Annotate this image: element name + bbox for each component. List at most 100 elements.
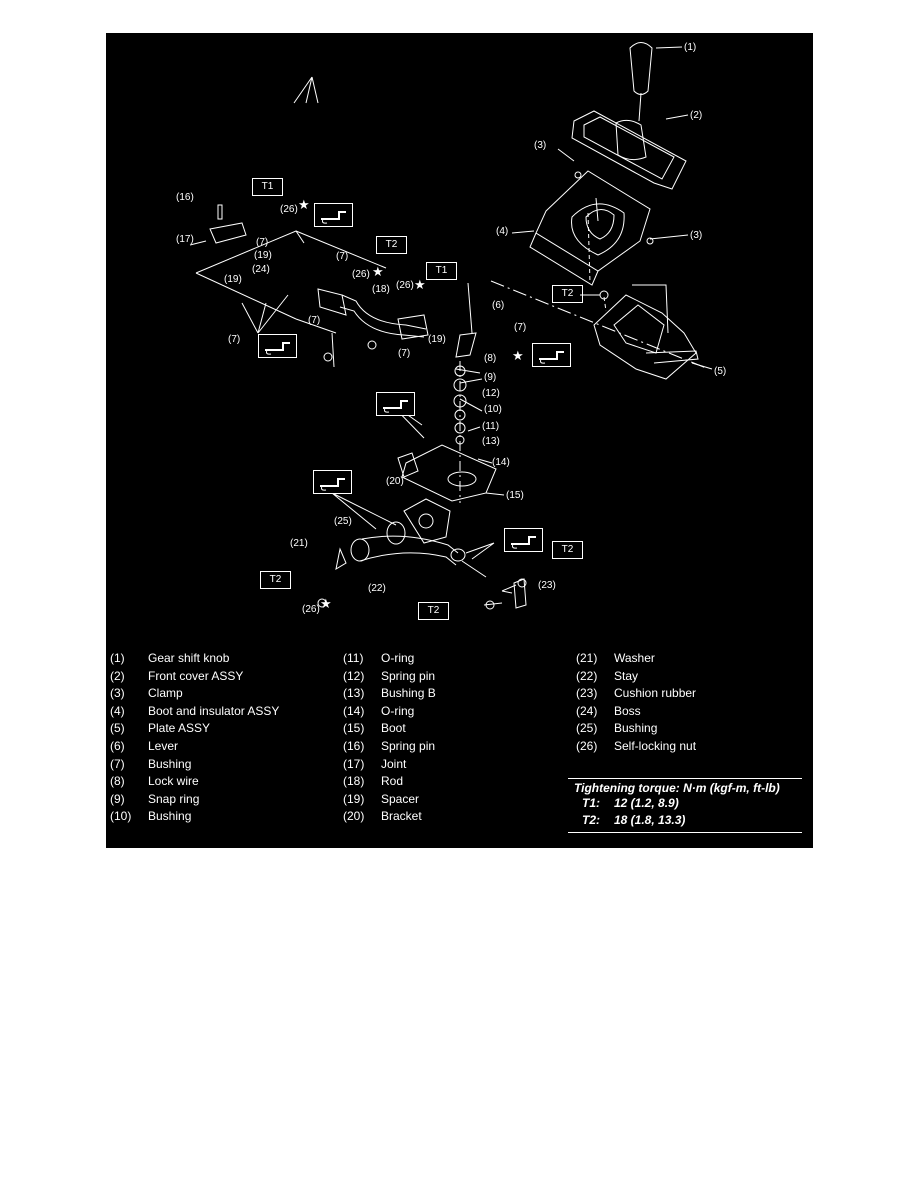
callout-label: (7) (398, 348, 411, 359)
callout-label: (12) (482, 388, 500, 399)
legend-part-name: Lock wire (148, 774, 199, 789)
legend-number: (22) (576, 668, 598, 683)
legend-part-name: Lever (148, 738, 179, 753)
legend-part-name: Stay (614, 668, 639, 683)
legend-part-name: Rod (381, 774, 404, 789)
torque-label: T1: (582, 796, 600, 810)
legend-part-name: Cushion rubber (614, 686, 697, 701)
callout-label: (26) (280, 204, 298, 215)
callout-label: (18) (372, 284, 390, 295)
callout-label: (4) (496, 226, 509, 237)
callout-label: (8) (484, 353, 497, 364)
legend-part-name: Bushing (614, 721, 658, 736)
torque-tag-t2: T2 (260, 571, 291, 589)
callout-label: (1) (684, 42, 697, 53)
legend-number: (15) (343, 721, 365, 736)
callout-label: (3) (690, 230, 703, 241)
legend-number: (2) (110, 668, 125, 683)
torque-tag-t2: T2 (376, 236, 407, 254)
legend-part-name: Boot and insulator ASSY (148, 703, 280, 718)
legend-number: (13) (343, 686, 365, 701)
legend-part-name: Joint (381, 756, 407, 771)
legend-number: (24) (576, 703, 598, 718)
legend-number: (4) (110, 703, 125, 718)
legend-part-name: Plate ASSY (148, 721, 211, 736)
grease-gun-icon (504, 528, 543, 552)
legend-number: (9) (110, 791, 125, 806)
legend-number: (6) (110, 738, 125, 753)
callout-label: (20) (386, 476, 404, 487)
torque-tag-t1: T1 (252, 178, 283, 196)
legend-number: (5) (110, 721, 125, 736)
legend-number: (8) (110, 774, 125, 789)
diagram-panel: T1 T2 T1 T2 T2 T2 T2 ★ ★ ★ ★ ★ (1) (2) (… (106, 33, 813, 848)
legend-number: (23) (576, 686, 598, 701)
legend-part-name: O-ring (381, 703, 415, 718)
torque-table-header: Tightening torque: N·m (kgf-m, ft-lb) (568, 778, 802, 796)
legend-part-name: Snap ring (148, 791, 200, 806)
star-icon: ★ (512, 348, 524, 363)
callout-label: (10) (484, 404, 502, 415)
legend-part-name: Clamp (148, 686, 183, 701)
legend-part-name: Boss (614, 703, 641, 718)
legend-number: (20) (343, 809, 365, 824)
callout-label: (19) (254, 250, 272, 261)
callout-label: (26) (396, 280, 414, 291)
torque-tag-t2: T2 (552, 541, 583, 559)
legend-number: (25) (576, 721, 598, 736)
legend-part-name: Self-locking nut (614, 738, 697, 753)
legend-part-name: Spring pin (381, 668, 436, 683)
legend-number: (7) (110, 756, 125, 771)
callout-label: (23) (538, 580, 556, 591)
callout-label: (24) (252, 264, 270, 275)
legend-part-name: O-ring (381, 651, 415, 665)
legend-part-name: Bushing (148, 809, 192, 824)
callout-label: (7) (308, 315, 321, 326)
callout-label: (7) (256, 237, 269, 248)
legend-number: (21) (576, 651, 598, 665)
legend-number: (18) (343, 774, 365, 789)
torque-row: T1: 12 (1.2, 8.9) (568, 796, 802, 813)
callout-label: (7) (228, 334, 241, 345)
legend-number: (10) (110, 809, 132, 824)
legend-part-name: Spacer (381, 791, 420, 806)
grease-gun-icon (314, 203, 353, 227)
grease-gun-icon (313, 470, 352, 494)
grease-gun-icon (258, 334, 297, 358)
legend-number: (14) (343, 703, 365, 718)
star-icon: ★ (298, 197, 310, 212)
legend-number: (26) (576, 738, 598, 753)
torque-value: 18 (1.8, 13.3) (614, 813, 686, 827)
callout-label: (26) (302, 604, 320, 615)
torque-value: 12 (1.2, 8.9) (614, 796, 679, 810)
legend-number: (16) (343, 738, 365, 753)
divider (568, 832, 802, 833)
exploded-view-diagram (189, 42, 713, 610)
callout-label: (13) (482, 436, 500, 447)
callout-label: (6) (492, 300, 505, 311)
legend-part-name: Bushing B (381, 686, 436, 701)
legend-number: (17) (343, 756, 365, 771)
torque-label: T2: (582, 813, 600, 827)
callout-label: (25) (334, 516, 352, 527)
tightening-torque-table: Tightening torque: N·m (kgf-m, ft-lb) T1… (568, 778, 802, 833)
callout-label: (5) (714, 366, 727, 377)
callout-label: (2) (690, 110, 703, 121)
callout-label: (22) (368, 583, 386, 594)
callout-label: (17) (176, 234, 194, 245)
torque-tag-t1: T1 (426, 262, 457, 280)
callout-label: (3) (534, 140, 547, 151)
callout-label: (19) (224, 274, 242, 285)
legend-part-name: Front cover ASSY (148, 668, 244, 683)
star-icon: ★ (414, 277, 426, 292)
callout-label: (7) (336, 251, 349, 262)
callout-label: (16) (176, 192, 194, 203)
star-icon: ★ (320, 596, 332, 611)
star-icon: ★ (372, 264, 384, 279)
torque-tag-t2: T2 (552, 285, 583, 303)
legend-number: (3) (110, 686, 125, 701)
legend-part-name: Washer (614, 651, 655, 665)
callout-label: (9) (484, 372, 497, 383)
torque-tag-t2: T2 (418, 602, 449, 620)
callout-label: (21) (290, 538, 308, 549)
